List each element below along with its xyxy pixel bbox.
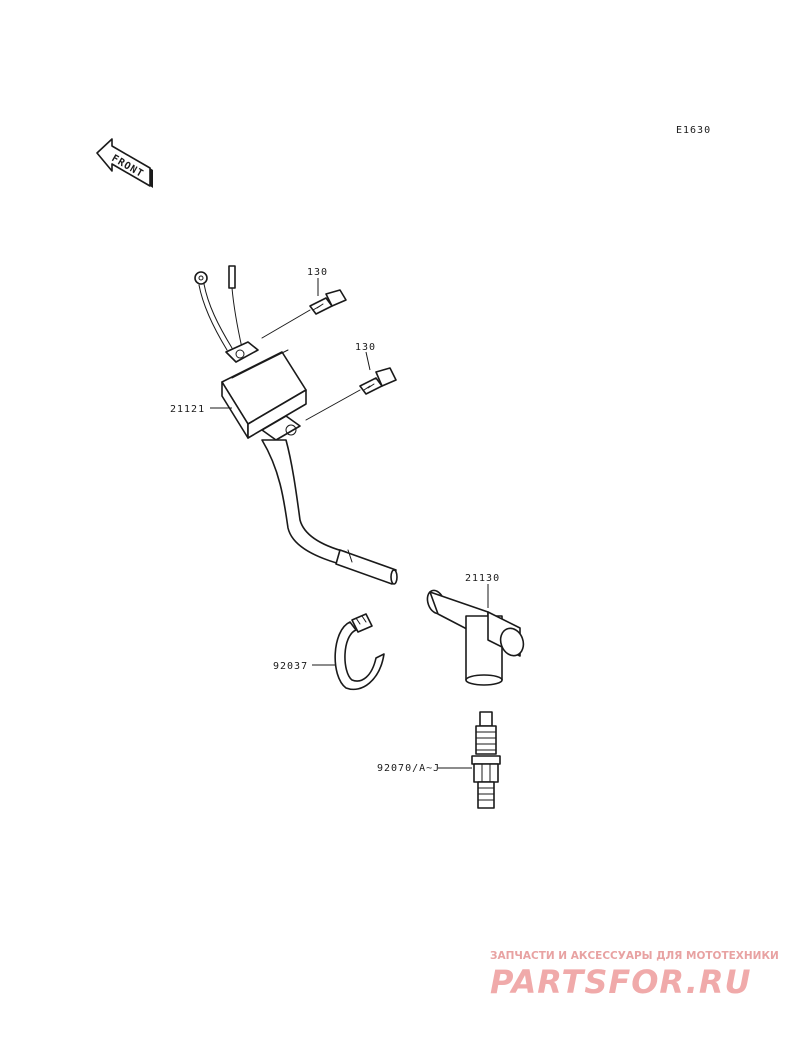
diagram-code: E1630 (676, 125, 711, 136)
bolt-lower (305, 351, 397, 421)
callout-plug-cap: 21130 (465, 573, 500, 584)
plug-cap (426, 584, 525, 686)
callout-clamp: 92037 (273, 661, 308, 672)
callout-spark-plug: 92070/A~J (377, 763, 440, 774)
watermark-tagline: ЗАПЧАСТИ И АКСЕССУАРЫ ДЛЯ МОТОТЕХНИКИ (490, 950, 779, 962)
ignition-coil (194, 265, 398, 585)
clamp (334, 613, 385, 691)
callout-ignition-coil: 21121 (170, 404, 205, 415)
bolt-upper (261, 278, 347, 339)
callout-bolt-upper: 130 (307, 267, 328, 278)
callout-bolt-lower: 130 (355, 342, 376, 353)
spark-plug (438, 711, 501, 809)
watermark-logo: PARTSFOR.RU (490, 963, 752, 1001)
front-arrow-icon: FRONT (96, 138, 153, 188)
